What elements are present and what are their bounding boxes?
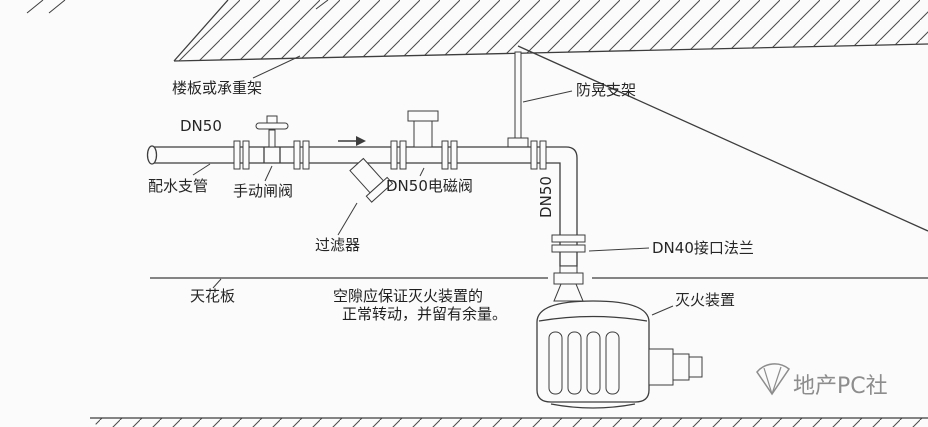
slab-bottom-edge <box>173 43 928 62</box>
side-nozzle <box>648 348 703 386</box>
leader-anti-sway <box>522 90 573 103</box>
label-anti-sway-bracket: 防晃支架 <box>576 81 636 99</box>
leader-filter <box>337 202 358 236</box>
label-branch-pipe: 配水支管 <box>148 177 208 195</box>
corner-tick-marks <box>26 0 329 14</box>
solenoid-body <box>413 120 433 148</box>
label-extinguisher: 灭火装置 <box>675 291 735 309</box>
filter-strainer <box>349 157 394 203</box>
leader-dn40-flange <box>588 247 650 252</box>
device-base <box>550 403 636 409</box>
sloped-beam-line <box>517 45 928 232</box>
manual-gate-valve <box>255 115 289 163</box>
dn40-connection-flange <box>551 234 586 253</box>
device-seam <box>538 315 648 322</box>
device-ribs <box>548 331 620 395</box>
filter-cap <box>365 176 394 203</box>
valve-stem <box>268 129 276 148</box>
watermark: 地产PC社 <box>756 363 888 399</box>
watermark-text: 地产PC社 <box>793 374 888 399</box>
label-ceiling: 天花板 <box>190 287 235 305</box>
flow-arrow <box>338 136 366 146</box>
extinguisher-device <box>536 300 703 409</box>
note-line2: 正常转动，并留有余量。 <box>342 305 507 323</box>
note-line1: 空隙应保证灭火装置的 <box>333 287 483 305</box>
coupling-nut <box>553 272 584 285</box>
watermark-fan-icon <box>756 363 791 396</box>
labels: 楼板或承重架 DN50 配水支管 手动闸阀 过滤器 DN50电磁阀 防晃支架 D… <box>148 79 754 323</box>
leader-ceiling <box>212 278 222 289</box>
device-neck <box>553 283 584 302</box>
pipe-flanges <box>233 140 547 170</box>
leader-lines <box>192 55 674 316</box>
leader-manual-valve <box>264 165 273 182</box>
leader-floor-frame <box>252 55 301 79</box>
label-filter: 过滤器 <box>315 236 360 254</box>
valve-knob <box>266 115 278 124</box>
label-dn40-flange: DN40接口法兰 <box>652 239 754 257</box>
leader-solenoid <box>419 167 425 177</box>
slab-hatch-structure <box>173 0 928 232</box>
leader-branch-pipe <box>192 163 211 176</box>
floor-hatch-structure <box>90 417 928 427</box>
label-solenoid-valve: DN50电磁阀 <box>386 177 473 195</box>
pipe-assembly <box>146 140 586 302</box>
slab-left-edge <box>173 0 229 62</box>
label-dn50-horizontal: DN50 <box>180 117 222 135</box>
valve-handle <box>255 122 289 130</box>
anti-sway-bracket-rod <box>507 51 529 149</box>
label-dn50-vertical: DN50 <box>537 176 555 218</box>
solenoid-cap <box>407 110 439 122</box>
pipe-open-end <box>146 145 158 165</box>
solenoid-valve <box>407 110 439 148</box>
label-manual-gate-valve: 手动闸阀 <box>233 182 293 200</box>
label-floor-frame: 楼板或承重架 <box>172 79 262 97</box>
leader-extinguisher <box>651 305 674 316</box>
